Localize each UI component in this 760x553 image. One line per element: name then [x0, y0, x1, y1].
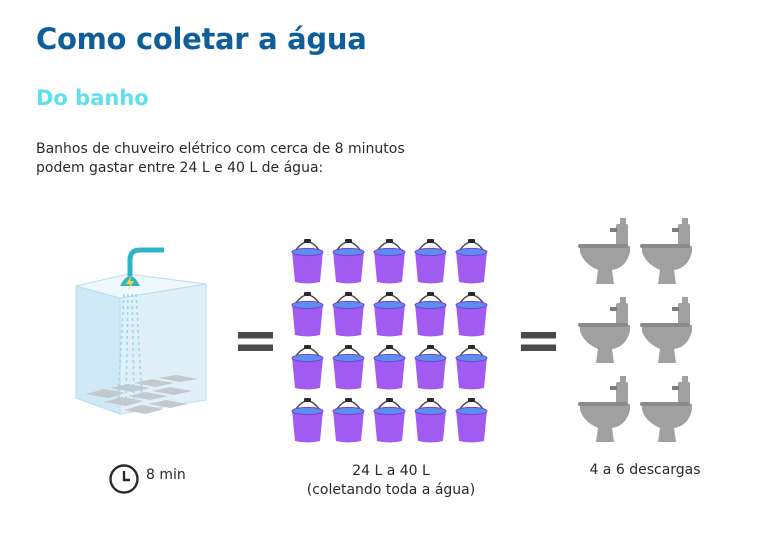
description-line-2: podem gastar entre 24 L e 40 L de água:	[36, 160, 324, 176]
bucket-icon	[410, 392, 451, 445]
toilet-icon	[638, 214, 700, 293]
description-line-1: Banhos de chuveiro elétrico com cerca de…	[36, 141, 405, 157]
bucket-caption-line-2: (coletando toda a água)	[306, 482, 476, 498]
clock-icon	[109, 464, 139, 494]
toilet-icon	[576, 293, 638, 372]
time-label: 8 min	[146, 467, 186, 483]
bucket-caption: 24 L a 40 L (coletando toda a água)	[296, 462, 486, 500]
bucket-icon	[369, 286, 410, 339]
toilet-icon	[576, 372, 638, 451]
shower-box-icon	[68, 236, 218, 430]
time-caption: 8 min	[108, 463, 186, 495]
flush-caption: 4 a 6 descargas	[589, 462, 701, 478]
bucket-icon	[451, 233, 492, 286]
section-subtitle: Do banho	[36, 86, 149, 110]
toilet-grid	[576, 214, 706, 446]
bucket-icon	[410, 233, 451, 286]
bucket-icon	[369, 233, 410, 286]
bucket-icon	[287, 286, 328, 339]
bucket-icon	[287, 233, 328, 286]
bucket-caption-line-1: 24 L a 40 L	[352, 463, 430, 479]
bucket-icon	[451, 392, 492, 445]
bucket-icon	[328, 233, 369, 286]
bucket-icon	[369, 339, 410, 392]
bucket-icon	[328, 392, 369, 445]
bucket-icon	[451, 286, 492, 339]
description: Banhos de chuveiro elétrico com cerca de…	[36, 140, 436, 178]
bucket-icon	[369, 392, 410, 445]
bucket-icon	[451, 339, 492, 392]
bucket-grid	[287, 233, 497, 445]
bucket-icon	[328, 286, 369, 339]
bucket-icon	[328, 339, 369, 392]
bucket-icon	[287, 339, 328, 392]
bucket-icon	[410, 339, 451, 392]
equals-sign: =	[232, 308, 279, 373]
bucket-icon	[410, 286, 451, 339]
toilet-icon	[638, 372, 700, 451]
equals-sign: =	[515, 308, 562, 373]
bucket-icon	[287, 392, 328, 445]
toilet-icon	[576, 214, 638, 293]
toilet-icon	[638, 293, 700, 372]
page-title: Como coletar a água	[36, 22, 367, 56]
